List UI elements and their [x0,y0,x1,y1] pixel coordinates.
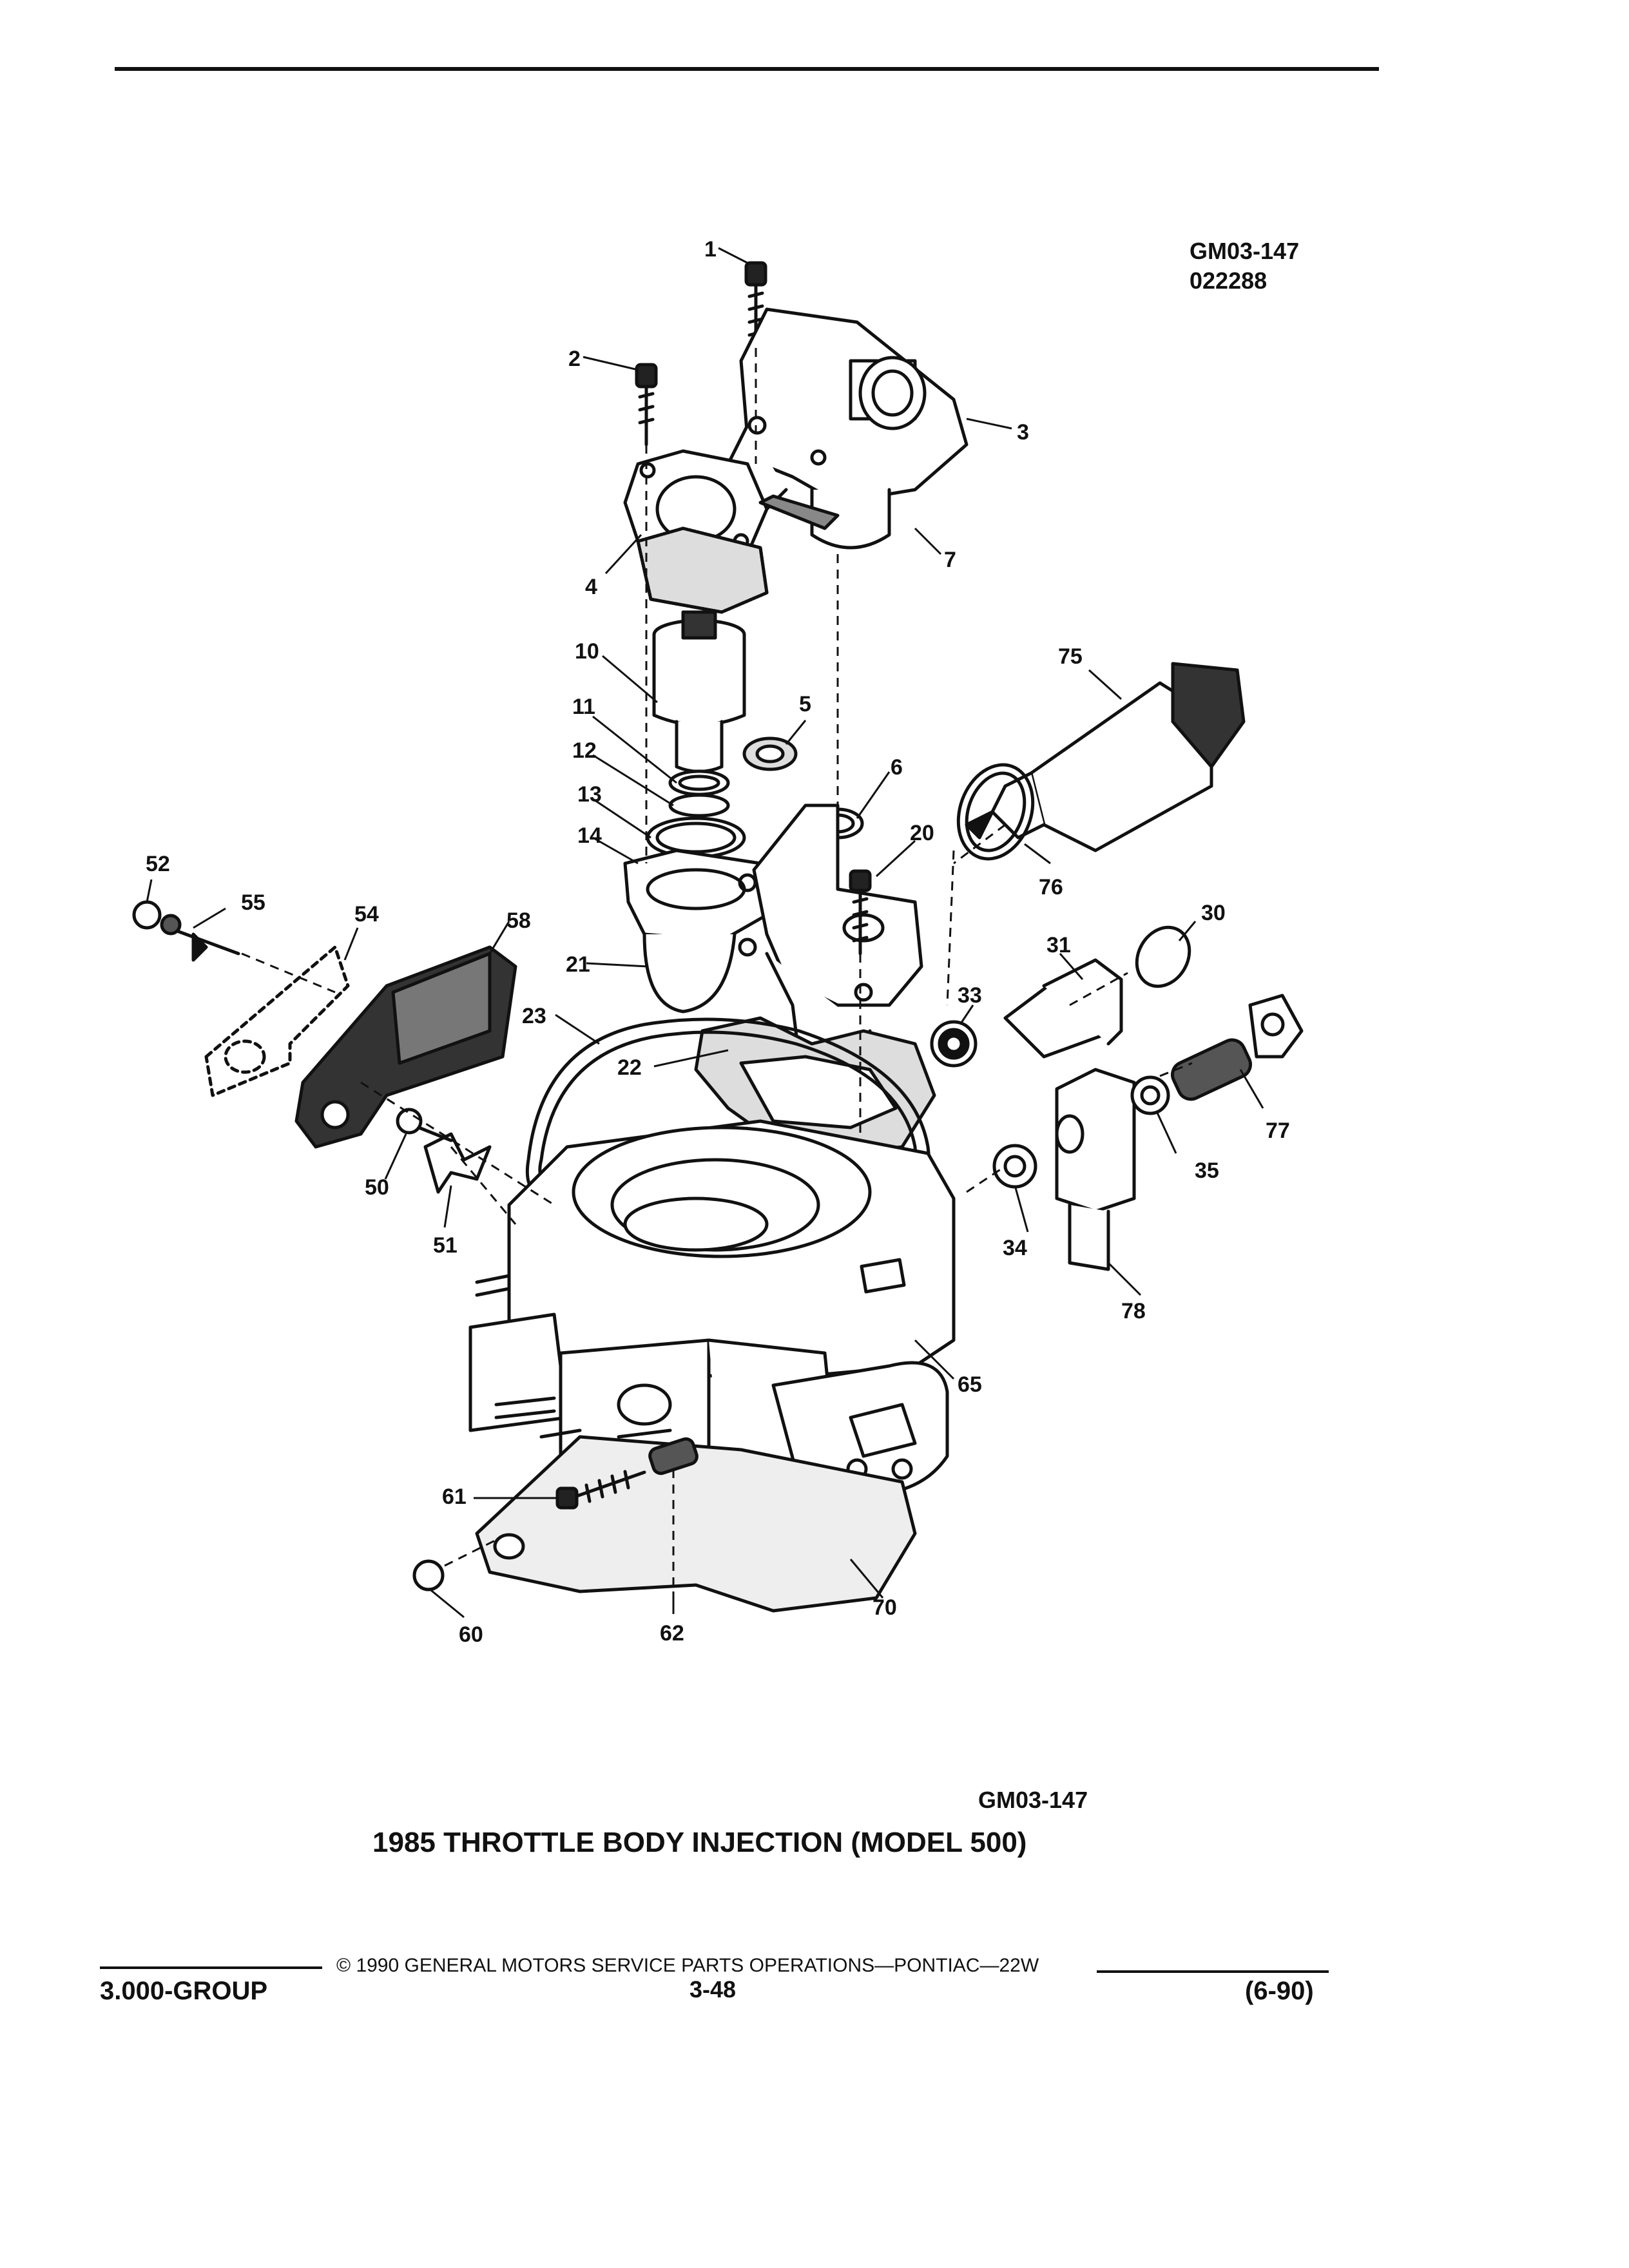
screw-20-part [849,869,872,956]
part-label-20: 20 [910,821,934,845]
part-label-35: 35 [1195,1158,1219,1183]
screw-55-part [160,914,240,962]
part-label-12: 12 [572,738,597,763]
part-label-58: 58 [506,908,531,933]
part-label-62: 62 [660,1621,684,1646]
gasket-4-part [636,526,769,614]
pressure-regulator-part [758,488,891,550]
part-label-5: 5 [799,692,811,716]
o-ring-30-part [1135,925,1191,988]
copyright-line: © 1990 GENERAL MOTORS SERVICE PARTS OPER… [336,1955,1039,1976]
gasket-33-part [930,1020,978,1068]
part-label-60: 60 [459,1622,483,1647]
part-label-77: 77 [1266,1119,1290,1143]
part-label-61: 61 [442,1485,467,1509]
fuel-outlet-fitting-part [1055,1068,1136,1271]
banjo-bolt-77-part [1171,994,1304,1101]
o-ring-11-part [668,769,730,796]
throttle-body-part [468,1119,956,1497]
idle-air-control-valve-part [965,662,1246,852]
spring-62-part [648,1437,699,1475]
footer-rule-right [1097,1970,1329,1973]
fuel-inlet-nut-part [1003,958,1123,1059]
fuel-meter-cover-part [720,307,969,517]
part-label-10: 10 [575,639,599,664]
part-label-75: 75 [1058,644,1083,669]
part-label-30: 30 [1201,901,1226,925]
part-label-76: 76 [1039,875,1063,899]
date-code: 022288 [1190,267,1268,294]
figure-code-caption: GM03-147 [978,1787,1088,1813]
part-label-55: 55 [241,890,265,915]
plug-60-part [412,1559,445,1591]
part-label-70: 70 [872,1595,897,1620]
gasket-22-part [694,1016,936,1155]
part-label-7: 7 [944,548,956,572]
part-label-21: 21 [566,952,590,977]
washer-35-part [1130,1075,1170,1115]
part-label-6: 6 [891,755,903,780]
part-label-78: 78 [1121,1299,1146,1323]
figure-code-header: GM03-147 [1190,238,1300,264]
footer-rule-left [100,1966,322,1969]
fuel-meter-body-part [623,803,923,1072]
part-label-34: 34 [1003,1236,1027,1260]
group-label: 3.000-GROUP [100,1977,268,2005]
part-label-54: 54 [354,902,379,927]
page-number: 3-48 [689,1976,737,2003]
part-label-33: 33 [958,983,982,1008]
iac-gasket-part [956,763,1035,861]
revision-code: (6-90) [1245,1977,1314,2005]
figure-title: 1985 THROTTLE BODY INJECTION (MODEL 500) [372,1827,1027,1858]
part-label-13: 13 [577,782,602,807]
screw-2-part [635,363,658,447]
part-label-65: 65 [958,1372,982,1397]
retainer-clip-51-part [423,1132,492,1194]
part-label-3: 3 [1017,420,1029,445]
washer-34-part [992,1144,1037,1189]
bracket-54-part [204,945,350,1097]
fuel-injector-part [652,610,746,773]
part-label-52: 52 [146,852,170,876]
o-ring-12-part [668,793,730,818]
top-rule [115,67,1379,71]
screw-52-part [132,900,162,930]
part-label-2: 2 [568,347,581,371]
part-label-31: 31 [1046,933,1071,957]
part-label-23: 23 [522,1004,546,1028]
part-label-22: 22 [617,1055,642,1080]
part-label-4: 4 [585,575,597,599]
part-label-50: 50 [365,1175,389,1200]
o-ring-13-part [646,816,746,859]
part-label-11: 11 [572,695,595,719]
throttle-position-sensor-part [294,945,517,1149]
part-label-51: 51 [433,1233,458,1258]
part-label-14: 14 [577,823,602,848]
idle-screw-part [555,1470,646,1510]
part-label-1: 1 [704,237,717,262]
gasket-5-part [742,736,798,771]
